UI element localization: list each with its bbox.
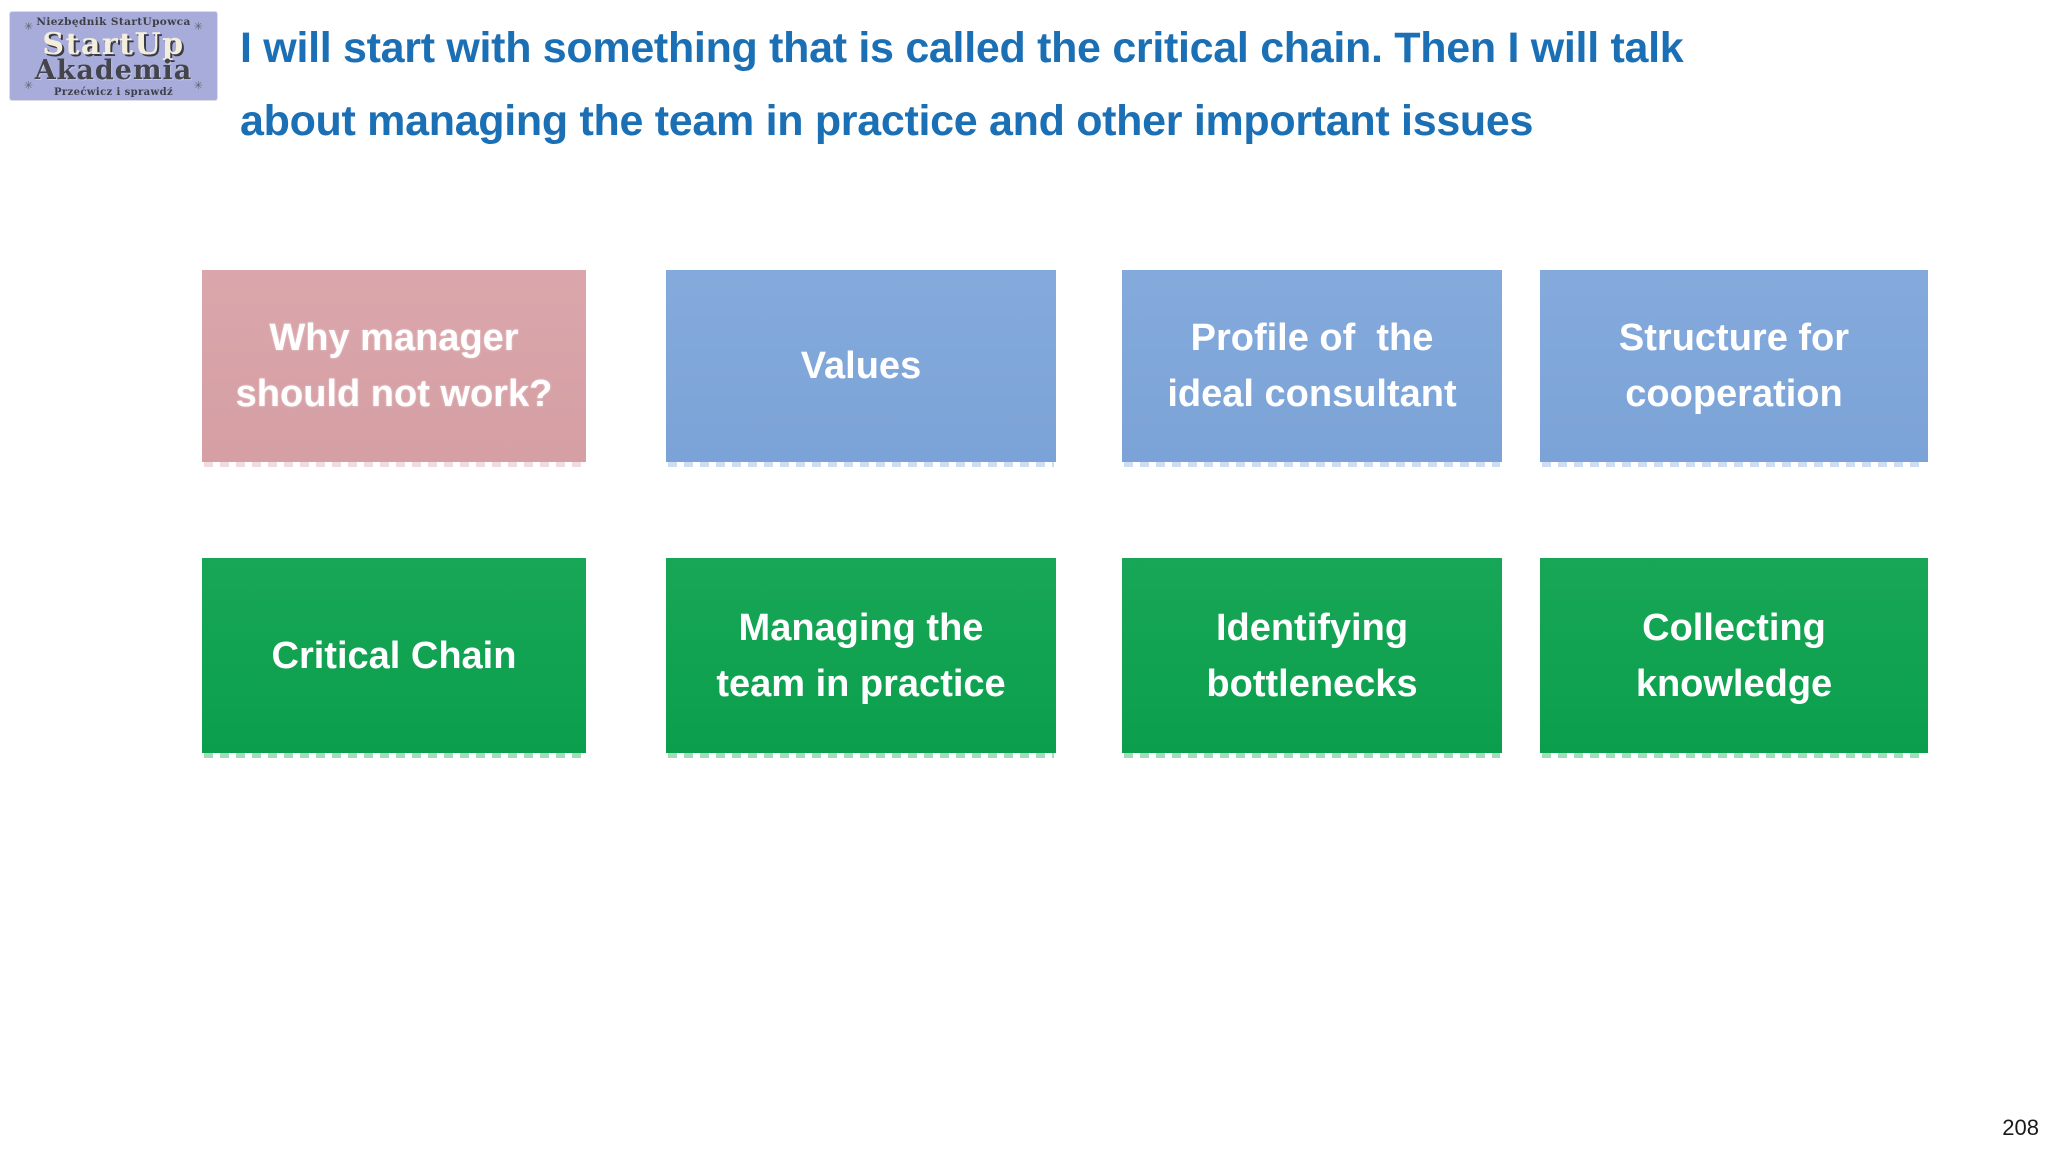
screw-icon: ✳ — [193, 79, 203, 92]
startup-akademia-logo: ✳ ✳ ✳ ✳ Niezbędnik StartUpowca StartUp A… — [10, 12, 217, 100]
topic-box-label: Collecting — [1642, 606, 1826, 649]
topic-box-structure-for-cooperation: Structure for cooperation — [1540, 270, 1928, 467]
logo-tagline: Przećwicz i sprawdź — [53, 86, 174, 98]
slide-title-line1: I will start with something that is call… — [240, 24, 1684, 72]
logo-wordmark-line2: Akademia — [34, 54, 193, 86]
topic-box-label: Why manager — [269, 317, 519, 359]
topic-box-label: should not work? — [235, 373, 553, 415]
topic-box-label: Managing the — [738, 606, 984, 649]
logo-wordmark-line1: StartUp — [42, 26, 185, 62]
topic-box-critical-chain: Critical Chain — [202, 558, 586, 758]
logo-subtitle: Niezbędnik StartUpowca — [36, 15, 191, 28]
topic-box-label: bottlenecks — [1206, 662, 1418, 705]
page-number: 208 — [2002, 1115, 2039, 1140]
topic-box-profile-of-the-ideal-consultant: Profile of the ideal consultant — [1122, 270, 1502, 467]
topic-box-label: team in practice — [716, 662, 1006, 705]
topic-box-label: Profile of the — [1190, 317, 1434, 359]
topic-box-label: ideal consultant — [1167, 373, 1457, 415]
topic-box-label: cooperation — [1625, 373, 1843, 415]
topic-box-label: knowledge — [1635, 662, 1833, 705]
topic-box-label: Identifying — [1215, 606, 1409, 649]
topic-box-label: Structure for — [1618, 317, 1850, 359]
topic-box-label: Values — [800, 345, 922, 387]
topic-box-why-manager-should-not-work: Why manager should not work? — [202, 270, 586, 467]
topic-box-label: Critical Chain — [271, 634, 517, 677]
slide-title-line2: about managing the team in practice and … — [240, 97, 1534, 145]
screw-icon: ✳ — [24, 79, 34, 92]
topic-box-collecting-knowledge: Collecting knowledge — [1540, 558, 1928, 758]
screw-icon: ✳ — [24, 20, 34, 33]
screw-icon: ✳ — [193, 20, 203, 33]
topic-box-identifying-bottlenecks: Identifying bottlenecks — [1122, 558, 1502, 758]
slide-title: I will start with something that is call… — [240, 12, 2040, 158]
topic-box-values: Values — [666, 270, 1056, 467]
topic-box-managing-the-team-in-practice: Managing the team in practice — [666, 558, 1056, 758]
